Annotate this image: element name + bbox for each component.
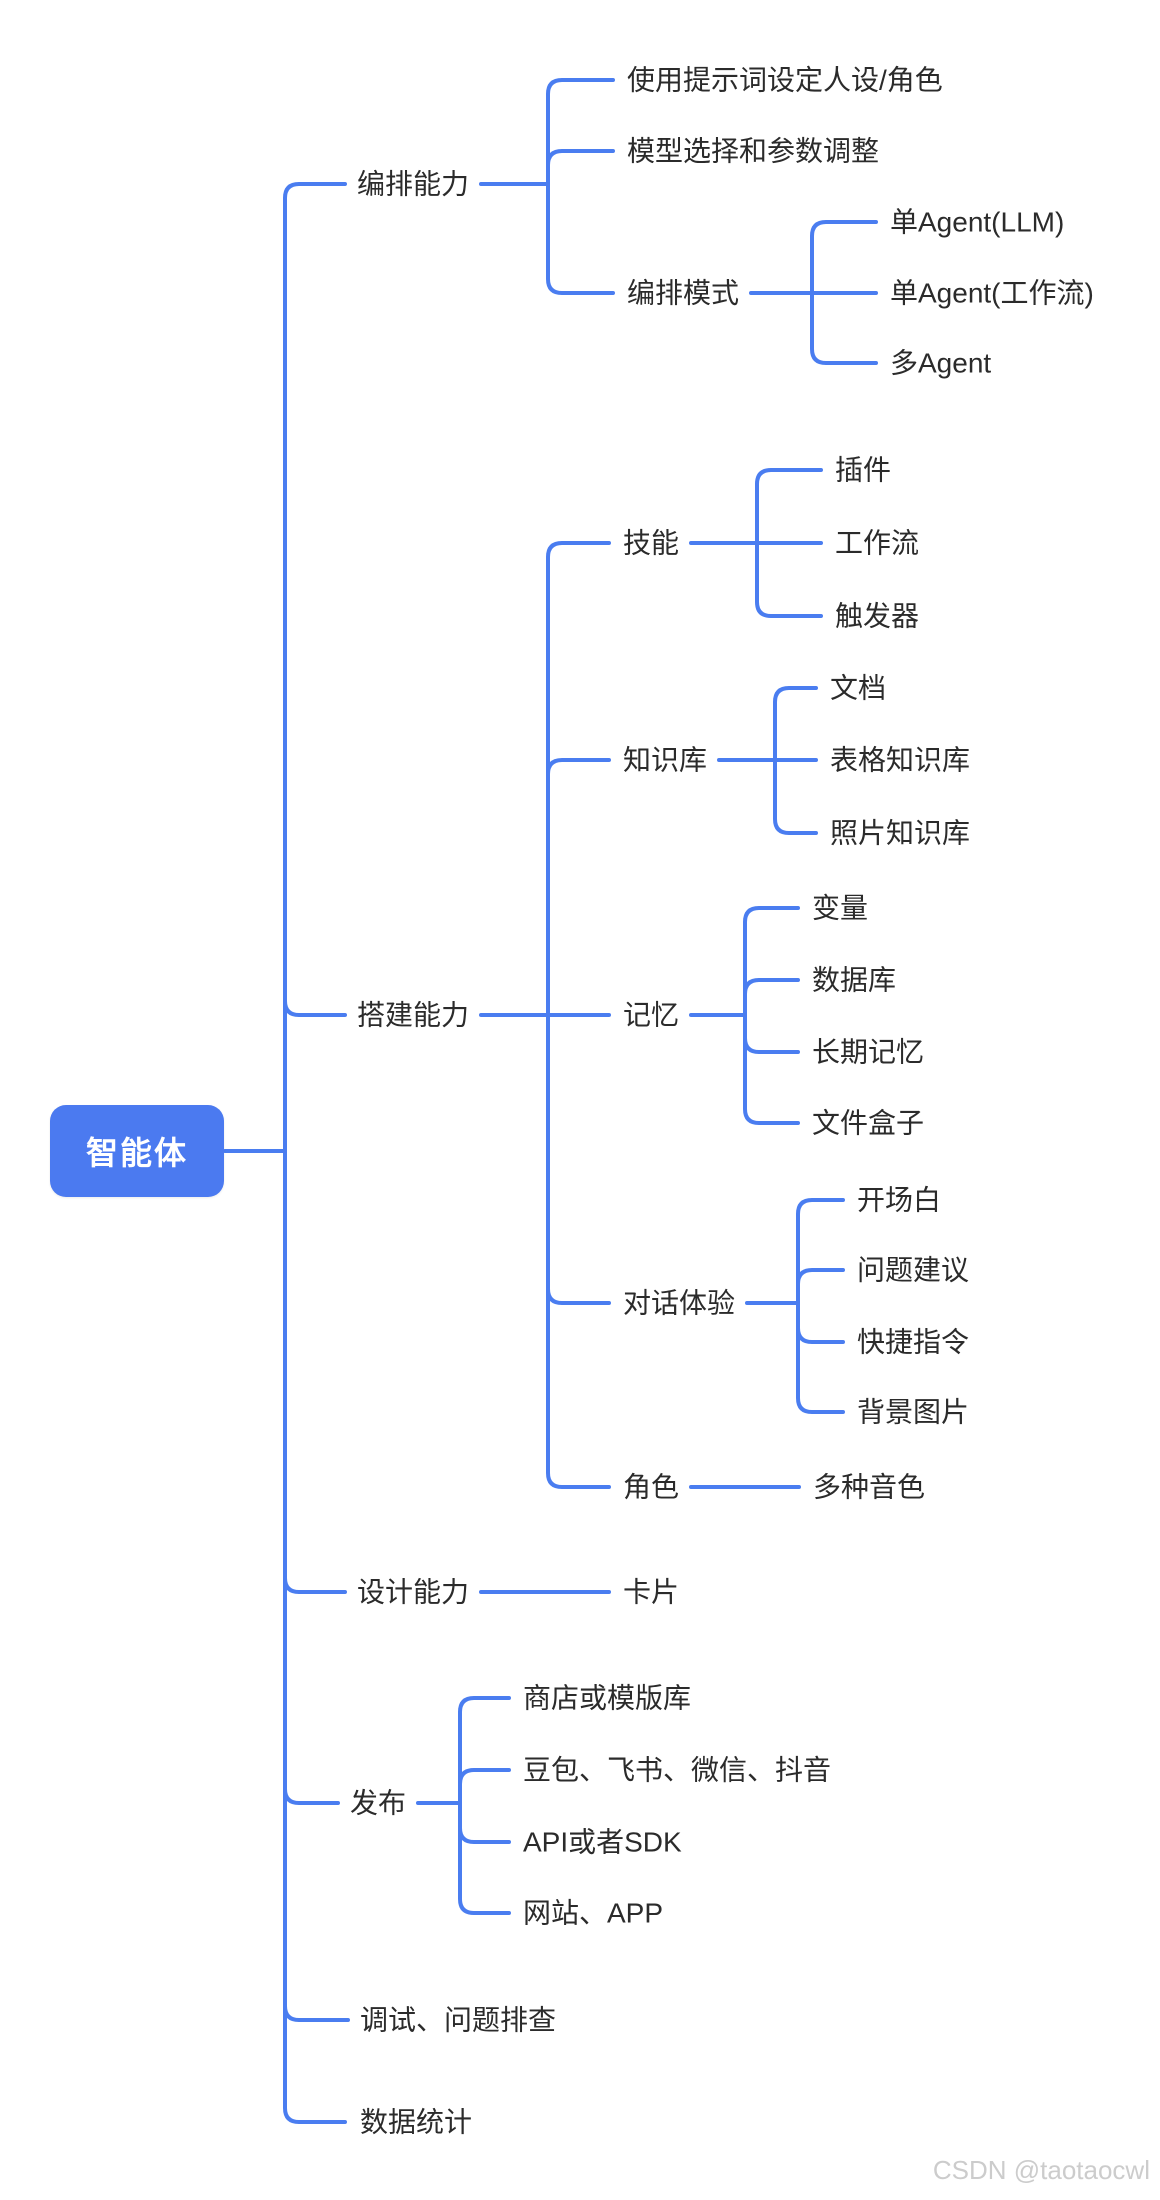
node-store-template[interactable]: 商店或模版库 [523,1682,692,1714]
node-orchestration-mode[interactable]: 编排模式 [627,277,740,309]
node-suggested-questions[interactable]: 问题建议 [857,1254,970,1286]
connector-chat-trunk [796,1198,845,1414]
connector-stub-building [283,999,347,1017]
connector-stub-model-params [546,149,615,167]
connector-stub-api-sdk [458,1826,511,1844]
node-document[interactable]: 文档 [830,672,887,704]
node-chat-experience[interactable]: 对话体验 [623,1287,736,1319]
connector-main-trunk [283,182,347,2124]
node-role[interactable]: 角色 [623,1471,680,1503]
node-orchestration[interactable]: 编排能力 [357,168,470,200]
node-plugin[interactable]: 插件 [835,454,892,486]
node-single-agent-llm[interactable]: 单Agent(LLM) [890,206,1065,238]
connector-memory-trunk [743,906,800,1125]
connector-stub-suggestions [796,1268,845,1286]
node-agent-root[interactable]: 智能体 [50,1105,224,1197]
connector-stub-design [283,1576,347,1594]
connector-kb-trunk [773,686,818,835]
node-trigger[interactable]: 触发器 [835,600,920,632]
node-table-kb[interactable]: 表格知识库 [830,744,971,776]
node-file-box[interactable]: 文件盒子 [812,1107,925,1139]
node-model-params[interactable]: 模型选择和参数调整 [627,135,880,167]
node-statistics[interactable]: 数据统计 [360,2106,473,2138]
node-skills[interactable]: 技能 [623,527,680,559]
node-doubao-feishu-wechat-douyin[interactable]: 豆包、飞书、微信、抖音 [523,1754,832,1786]
node-memory[interactable]: 记忆 [623,999,680,1031]
connector-stub-quick-cmd [796,1326,845,1344]
node-voices[interactable]: 多种音色 [813,1471,926,1503]
node-opening-remarks[interactable]: 开场白 [857,1184,942,1216]
connector-stub-longterm [743,1036,800,1054]
connector-orchestration-trunk [546,78,615,295]
node-api-sdk[interactable]: API或者SDK [523,1826,682,1858]
connector-stub-database [743,978,800,996]
node-photo-kb[interactable]: 照片知识库 [830,817,971,849]
node-long-term-memory[interactable]: 长期记忆 [812,1036,925,1068]
connector-stub-knowledge [546,758,611,776]
node-card[interactable]: 卡片 [623,1576,680,1608]
connector-stub-apps [458,1768,511,1786]
connector-stub-debug [283,2004,350,2022]
node-single-agent-workflow[interactable]: 单Agent(工作流) [890,277,1094,309]
csdn-watermark: CSDN @taotaocwl [932,2155,1150,2185]
connector-skills-trunk [755,468,823,618]
node-multi-agent[interactable]: 多Agent [890,347,992,379]
node-publish[interactable]: 发布 [350,1787,407,1819]
node-building[interactable]: 搭建能力 [357,999,470,1031]
connector-stub-publish [283,1787,340,1805]
node-website-app[interactable]: 网站、APP [523,1897,664,1929]
node-variable[interactable]: 变量 [812,892,869,924]
node-background-image[interactable]: 背景图片 [857,1396,970,1428]
node-design[interactable]: 设计能力 [357,1576,470,1608]
connector-mode-trunk [810,220,878,365]
connector-building-trunk [546,541,611,1489]
node-prompt-persona[interactable]: 使用提示词设定人设/角色 [627,64,943,96]
node-workflow[interactable]: 工作流 [835,527,920,559]
node-database[interactable]: 数据库 [812,964,897,996]
node-quick-commands[interactable]: 快捷指令 [857,1326,970,1358]
connector-stub-chat-exp [546,1287,611,1305]
node-knowledge-base[interactable]: 知识库 [623,744,708,776]
connector-publish-trunk [458,1696,511,1915]
node-debug[interactable]: 调试、问题排查 [360,2004,557,2036]
